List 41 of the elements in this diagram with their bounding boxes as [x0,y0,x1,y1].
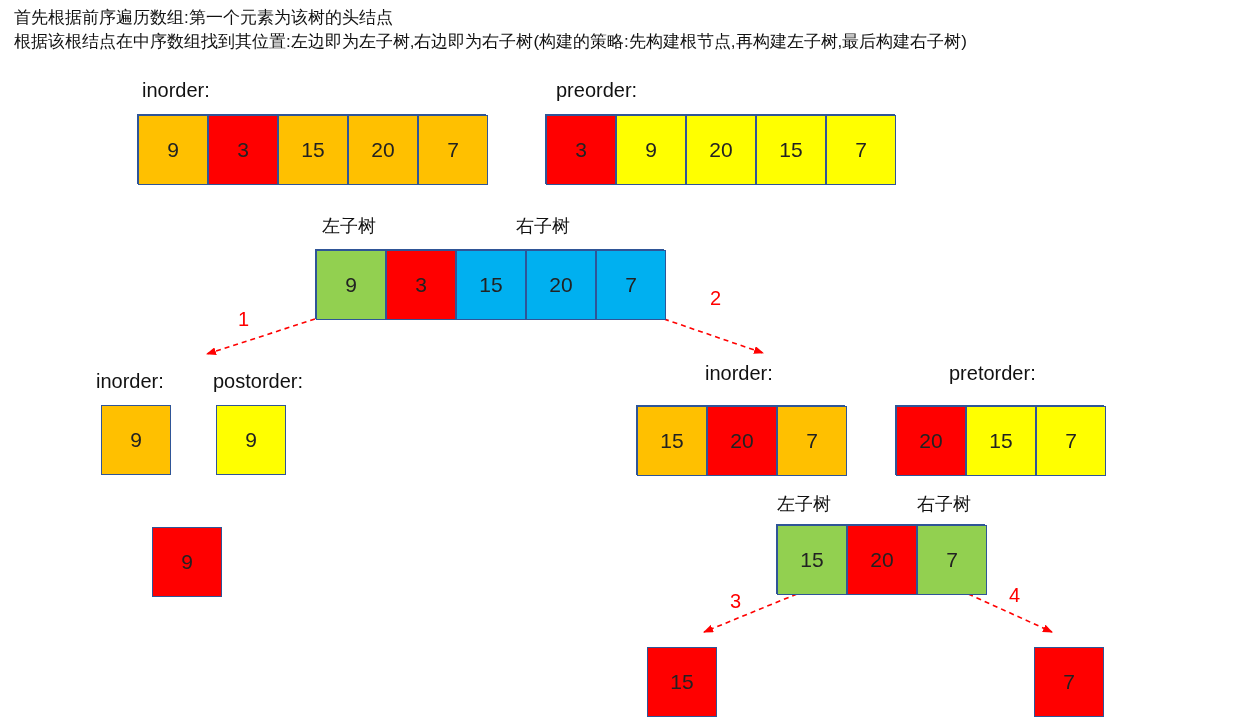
array-cell: 7 [418,115,488,185]
array-caption: inorder: [705,362,773,385]
array-cell: 15 [456,250,526,320]
array-caption: postorder: [213,370,304,393]
array-cell: 15 [278,115,348,185]
array-cell: 9 [152,527,222,597]
array-cell: 20 [896,406,966,476]
array-cell: 15 [966,406,1036,476]
array-cell: 7 [596,250,666,320]
array-caption: inorder: [142,79,210,102]
heading-note: 根据该根结点在中序数组找到其位置:左边即为左子树,右边即为右子树(构建的策略:先构建根节点,再构建左子树,最后构建右子树) [14,31,967,53]
array-cell: 9 [138,115,208,185]
array-caption: pretorder: [949,362,1036,385]
heading-note: 首先根据前序遍历数组:第一个元素为该树的头结点 [14,7,393,29]
array-cell: 20 [526,250,596,320]
array-caption: inorder: [96,370,164,393]
array-cell: 9 [316,250,386,320]
array-caption: 右子树 [516,215,570,238]
array-cell: 15 [777,525,847,595]
array-cell: 15 [637,406,707,476]
array-cell: 7 [917,525,987,595]
array-cell: 7 [777,406,847,476]
array-cell: 20 [348,115,418,185]
array-cell: 7 [1036,406,1106,476]
array-cell: 20 [707,406,777,476]
array-caption: 左子树 [322,215,376,238]
array-cell: 3 [208,115,278,185]
array-cell: 3 [386,250,456,320]
array-cell: 7 [826,115,896,185]
array-cell: 7 [1034,647,1104,717]
array-cell: 3 [546,115,616,185]
array-cell: 20 [847,525,917,595]
array-cell: 15 [647,647,717,717]
array-cell: 9 [616,115,686,185]
array-cell: 20 [686,115,756,185]
array-caption: preorder: [556,79,638,102]
dashed-arrow [663,318,764,354]
dashed-arrow [206,318,316,356]
array-cell: 15 [756,115,826,185]
array-caption: 左子树 [777,493,831,516]
array-caption: 右子树 [917,493,971,516]
